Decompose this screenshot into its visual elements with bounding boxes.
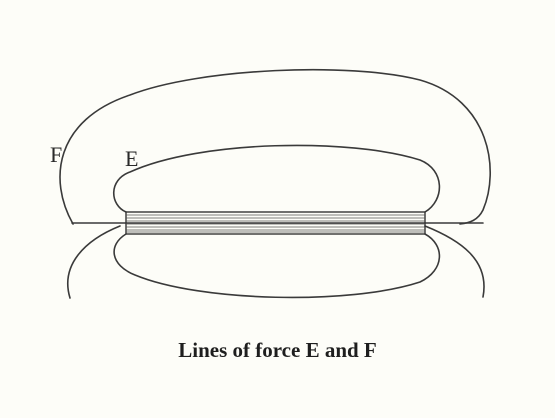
field-line-f-lower-left (67, 225, 121, 299)
field-line-e-lower (113, 233, 441, 299)
label-f: F (50, 142, 62, 167)
plate (125, 211, 426, 235)
field-line-f-lower-right (424, 225, 485, 298)
field-line-f-upper (59, 68, 491, 225)
diagram-caption: Lines of force E and F (178, 338, 377, 362)
field-line-e-upper (113, 144, 441, 213)
label-e: E (125, 146, 138, 171)
